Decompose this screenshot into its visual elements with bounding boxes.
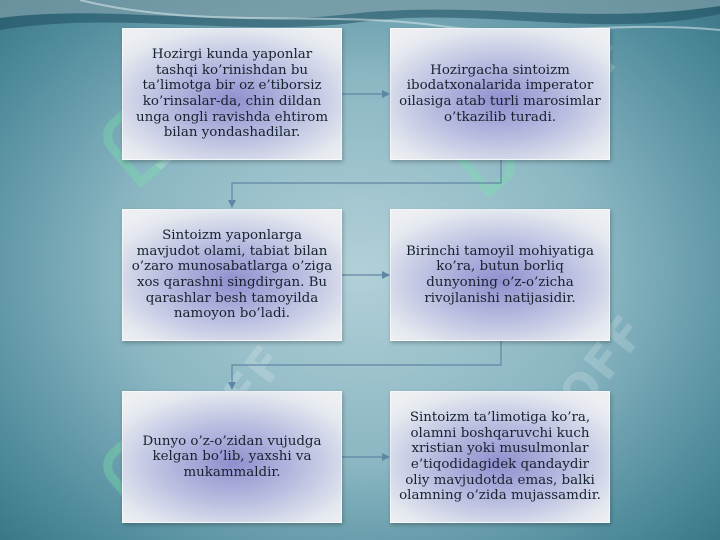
- flow-node-1: Hozirgi kunda yaponlar tashqi ko’rinishd…: [122, 28, 342, 160]
- flow-node-6: Sintoizm ta’limotiga ko’ra, olamni boshq…: [390, 391, 610, 523]
- connector-b4-b5: [228, 341, 502, 390]
- flow-node-6-text: Sintoizm ta’limotiga ko’ra, olamni boshq…: [399, 410, 601, 504]
- flow-node-4-text: Birinchi tamoyil mohiyatiga ko’ra, butun…: [405, 243, 595, 306]
- flow-node-3: Sintoizm yaponlarga mavjudot olami, tabi…: [122, 209, 342, 341]
- flow-node-2: Hozirgacha sintoizm ibodatxonalarida imp…: [390, 28, 610, 160]
- flow-node-5-text: Dunyo o’z-o’zidan vujudga kelgan bo’lib,…: [142, 433, 322, 480]
- flow-node-5: Dunyo o’z-o’zidan vujudga kelgan bo’lib,…: [122, 391, 342, 523]
- flow-node-3-text: Sintoizm yaponlarga mavjudot olami, tabi…: [131, 228, 333, 322]
- connector-b2-b3: [228, 160, 502, 208]
- flow-node-2-text: Hozirgacha sintoizm ibodatxonalarida imp…: [399, 62, 601, 125]
- flow-node-4: Birinchi tamoyil mohiyatiga ko’ra, butun…: [390, 209, 610, 341]
- flow-node-1-text: Hozirgi kunda yaponlar tashqi ko’rinishd…: [135, 47, 329, 141]
